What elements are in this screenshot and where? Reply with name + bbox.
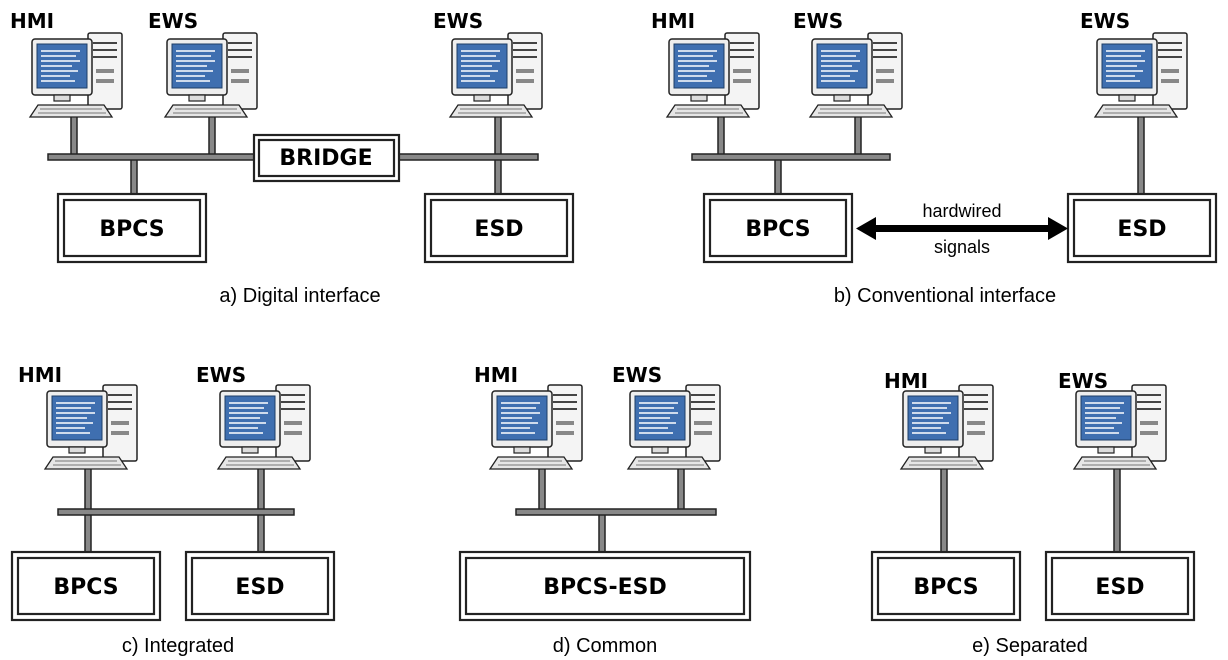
panel-a-esd-label: ESD: [474, 217, 523, 242]
panel-e-caption: e) Separated: [972, 635, 1088, 657]
computer-icon: [489, 384, 583, 470]
panel-e-connectors: [940, 463, 1121, 557]
panel-c-esd-label: ESD: [235, 575, 284, 600]
panel-c-hmi-label: HMI: [18, 363, 62, 387]
panel-a-esd-box: ESD: [423, 192, 575, 264]
panel-c-integrated: HMI EWS BPCS ESD c) Integrated: [10, 363, 336, 657]
panel-b-computer-ews-esd: EWS: [1080, 9, 1188, 118]
panel-a-computer-ews-esd: EWS: [433, 9, 543, 118]
panel-a-caption: a) Digital interface: [219, 285, 380, 307]
panel-a-digital-interface: HMI EWS EWS BRIDGE BPCS ESD a) Digital i…: [10, 9, 575, 307]
panel-c-esd-box: ESD: [184, 550, 336, 622]
panel-e-computer-ews: EWS: [1058, 369, 1167, 470]
panel-e-bpcs-box: BPCS: [870, 550, 1022, 622]
panel-b-bpcs-label: BPCS: [745, 217, 810, 242]
panel-b-bus: [691, 153, 891, 161]
panel-b-hardwired-arrow: [856, 217, 1068, 240]
panel-d-bus: [515, 508, 717, 516]
panel-b-ews2-label: EWS: [1080, 9, 1130, 33]
panel-b-ews-label: EWS: [793, 9, 843, 33]
panel-b-computer-ews: EWS: [793, 9, 903, 118]
panel-b-computer-hmi: HMI: [651, 9, 760, 118]
panel-b-signal-line1: hardwired: [922, 201, 1001, 221]
panel-a-bpcs-label: BPCS: [99, 217, 164, 242]
computer-icon: [1094, 32, 1188, 118]
panel-e-esd-label: ESD: [1095, 575, 1144, 600]
panel-a-computer-ews: EWS: [148, 9, 258, 118]
panel-e-separated: HMI EWS BPCS ESD e) Separated: [870, 369, 1196, 657]
panel-a-ews-label: EWS: [148, 9, 198, 33]
panel-c-bus: [57, 508, 295, 516]
panel-a-bridge-label: BRIDGE: [279, 146, 372, 171]
panel-b-hmi-label: HMI: [651, 9, 695, 33]
panel-b-bpcs-box: BPCS: [702, 192, 854, 264]
computer-icon: [217, 384, 311, 470]
panel-a-ews2-label: EWS: [433, 9, 483, 33]
panel-b-conventional-interface: HMI EWS EWS BPCS ESD hardwired signals b…: [651, 9, 1218, 307]
panel-a-hmi-label: HMI: [10, 9, 54, 33]
panel-d-hmi-label: HMI: [474, 363, 518, 387]
computer-icon: [449, 32, 543, 118]
panel-e-bpcs-label: BPCS: [913, 575, 978, 600]
panel-b-esd-box: ESD: [1066, 192, 1218, 264]
panel-d-bpcs-esd-label: BPCS-ESD: [543, 575, 667, 600]
panel-c-bpcs-box: BPCS: [10, 550, 162, 622]
panel-e-esd-box: ESD: [1044, 550, 1196, 622]
panel-e-hmi-label: HMI: [884, 369, 928, 393]
panel-a-bpcs-box: BPCS: [56, 192, 208, 264]
computer-icon: [666, 32, 760, 118]
computer-icon: [809, 32, 903, 118]
panel-d-common: HMI EWS BPCS-ESD d) Common: [458, 363, 752, 657]
panel-c-caption: c) Integrated: [122, 635, 234, 657]
computer-icon: [1073, 384, 1167, 470]
panel-d-bpcs-esd-box: BPCS-ESD: [458, 550, 752, 622]
panel-b-signal-line2: signals: [934, 237, 990, 257]
panel-a-computer-hmi: HMI: [10, 9, 123, 118]
computer-icon: [900, 384, 994, 470]
computer-icon: [29, 32, 123, 118]
panel-c-bpcs-label: BPCS: [53, 575, 118, 600]
panel-d-ews-label: EWS: [612, 363, 662, 387]
panel-d-computer-hmi: HMI: [474, 363, 583, 470]
computer-icon: [44, 384, 138, 470]
panel-c-ews-label: EWS: [196, 363, 246, 387]
panel-d-caption: d) Common: [553, 635, 657, 657]
panel-c-computer-ews: EWS: [196, 363, 311, 470]
panel-e-computer-hmi: HMI: [884, 369, 994, 470]
panel-d-computer-ews: EWS: [612, 363, 721, 470]
panel-b-caption: b) Conventional interface: [834, 285, 1056, 307]
panel-e-ews-label: EWS: [1058, 369, 1108, 393]
panel-b-esd-label: ESD: [1117, 217, 1166, 242]
panel-c-computer-hmi: HMI: [18, 363, 138, 470]
computer-icon: [627, 384, 721, 470]
computer-icon: [164, 32, 258, 118]
panel-a-bridge-box: BRIDGE: [252, 133, 401, 183]
